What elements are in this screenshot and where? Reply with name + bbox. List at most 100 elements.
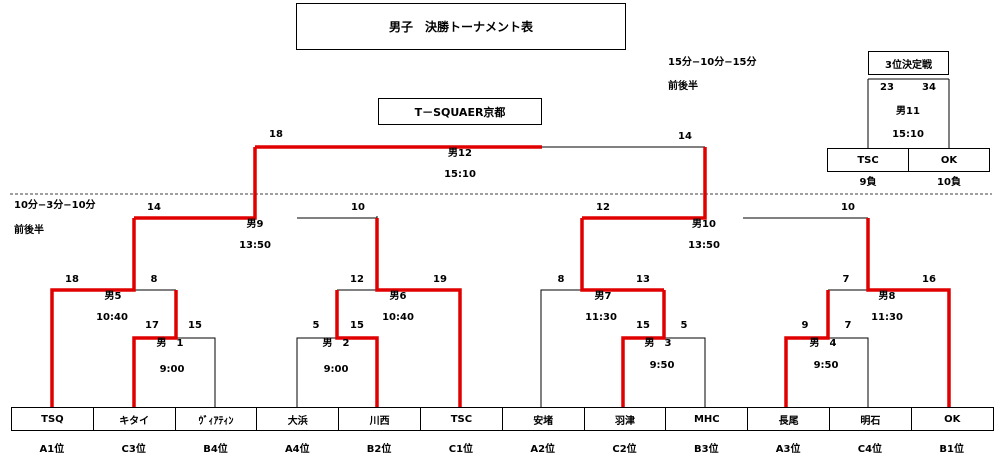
match-score-left: 12 — [350, 274, 364, 285]
third-place-team-left: TSC — [827, 148, 909, 172]
team-box: OK — [910, 407, 994, 431]
third-place-team-right: OK — [908, 148, 990, 172]
match-score-left: 8 — [557, 274, 565, 285]
left-time-format: 10分−3分−10分 — [14, 200, 96, 211]
match-score-left: 18 — [65, 274, 79, 285]
loser-paths — [134, 78, 950, 407]
path-m4-right — [828, 337, 869, 407]
path-m7-left — [540, 289, 582, 407]
path-m1-win — [132, 290, 178, 407]
team-seed: B1位 — [939, 444, 964, 455]
third-place-team-left-name: TSC — [857, 154, 879, 166]
path-m10-win — [582, 147, 707, 220]
match-score-right: 8 — [150, 274, 158, 285]
path-m3-win — [621, 290, 666, 407]
team-box: TSQ — [11, 407, 94, 431]
team-name: 川西 — [369, 415, 390, 427]
left-time-note: 前後半 — [14, 225, 44, 236]
path-m6-win — [375, 218, 462, 407]
match-time: 9:00 — [323, 364, 349, 375]
match-score-left: 15 — [636, 320, 650, 331]
match-name: 男6 — [389, 291, 407, 302]
match-name: 男9 — [246, 219, 264, 230]
match-name: 男10 — [692, 219, 716, 230]
team-name: 安堵 — [533, 415, 554, 427]
match-time: 11:30 — [871, 312, 903, 323]
team-name: 長尾 — [778, 415, 799, 427]
team-name: 大浜 — [287, 415, 308, 427]
team-name: TSC — [450, 413, 473, 425]
team-name: TSQ — [41, 413, 64, 425]
match-score-left: 14 — [147, 202, 161, 213]
team-name: ｳﾞｨｱﾃｨﾝ — [198, 415, 234, 427]
third-place-title: 3位決定戦 — [885, 59, 932, 71]
third-place-score-right: 34 — [922, 82, 936, 93]
team-box: 大浜 — [256, 407, 340, 431]
team-box: キタイ — [92, 407, 176, 431]
top-time-format: 15分−10分−15分 — [668, 57, 757, 68]
match-score-left: 7 — [842, 274, 850, 285]
team-seed: A3位 — [775, 444, 801, 455]
path-m5-win — [50, 218, 136, 407]
team-box: ｳﾞｨｱﾃｨﾝ — [174, 407, 258, 431]
match-name: 男7 — [594, 291, 612, 302]
page-title: 男子 決勝トーナメント表 — [296, 3, 626, 50]
venue-text: T－SQUAER京都 — [414, 105, 506, 119]
match-time: 9:00 — [159, 364, 185, 375]
team-seed: C4位 — [857, 444, 883, 455]
team-box: 羽津 — [583, 407, 667, 431]
match-score-right: 5 — [680, 320, 688, 331]
match-score-left: 12 — [596, 202, 610, 213]
team-seed: B2位 — [366, 444, 392, 455]
match-score-left: 17 — [145, 320, 159, 331]
match-score-right: 15 — [350, 320, 364, 331]
match-score-right: 19 — [433, 274, 447, 285]
team-seed: A4位 — [284, 444, 310, 455]
team-seed: B3位 — [694, 444, 719, 455]
winner-paths — [50, 145, 951, 407]
top-time-note: 前後半 — [668, 81, 698, 92]
match-name: 男5 — [104, 291, 122, 302]
third-place-team-right-name: OK — [940, 154, 958, 166]
team-name: 羽津 — [614, 415, 635, 427]
team-box: 安堵 — [501, 407, 585, 431]
third-place-time: 15:10 — [892, 129, 924, 140]
match-score-left: 18 — [269, 129, 283, 140]
venue-box: T－SQUAER京都 — [378, 98, 542, 125]
path-m7-win — [580, 218, 664, 292]
page-title-text: 男子 決勝トーナメント表 — [388, 20, 533, 34]
match-name: 男 1 — [156, 338, 184, 349]
match-score-right: 16 — [922, 274, 936, 285]
path-third-place — [867, 78, 950, 148]
match-score-right: 7 — [844, 320, 852, 331]
match-time: 13:50 — [239, 240, 271, 251]
third-place-match: 男11 — [896, 106, 920, 117]
path-m8-win — [866, 218, 951, 407]
path-m2-left — [296, 337, 337, 407]
third-place-title-box: 3位決定戦 — [868, 51, 949, 75]
team-name: OK — [944, 413, 961, 425]
match-score-right: 10 — [351, 202, 365, 213]
team-box: 明石 — [829, 407, 912, 431]
match-score-right: 14 — [678, 131, 692, 142]
match-time: 9:50 — [813, 360, 839, 371]
path-m3-right — [664, 337, 706, 407]
team-seed: A2位 — [530, 444, 556, 455]
match-name: 男12 — [448, 148, 472, 159]
match-name: 男8 — [878, 291, 896, 302]
team-name: 明石 — [860, 415, 881, 427]
match-time: 9:50 — [649, 360, 675, 371]
team-box: 川西 — [338, 407, 421, 431]
match-score-right: 10 — [841, 202, 855, 213]
team-seed: C3位 — [121, 444, 146, 455]
match-time: 13:50 — [688, 240, 720, 251]
team-box: MHC — [665, 407, 749, 431]
team-name: キタイ — [119, 415, 150, 427]
match-name: 男 2 — [322, 338, 350, 349]
match-time: 10:40 — [96, 312, 128, 323]
match-score-left: 9 — [801, 320, 809, 331]
team-seed: C1位 — [448, 444, 474, 455]
match-time: 10:40 — [382, 312, 414, 323]
